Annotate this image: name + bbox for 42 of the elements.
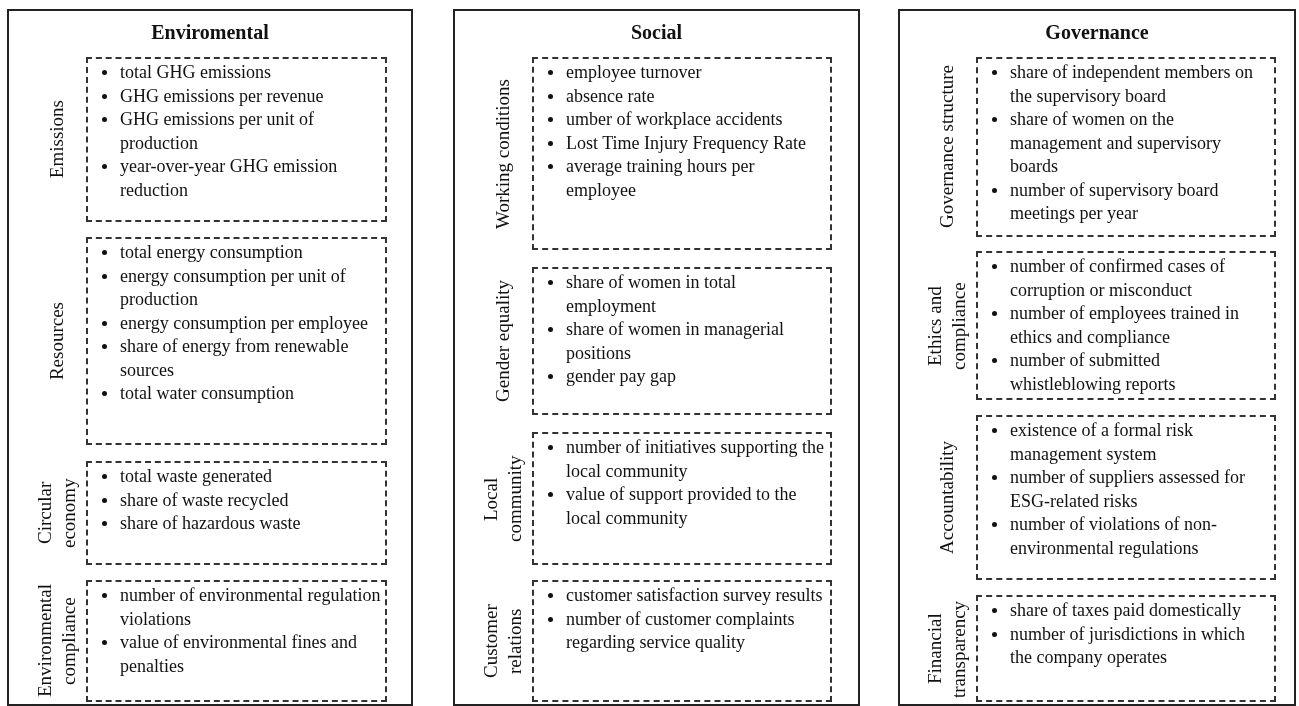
list-item: number of supervisory board meetings per year bbox=[1010, 178, 1220, 225]
group-heading: Emissions bbox=[45, 100, 68, 179]
list-item: energy consumption per employee bbox=[120, 311, 370, 335]
list-item: GHG emissions per revenue bbox=[120, 84, 325, 108]
list-item: number of customer complaints regarding service quality bbox=[566, 607, 796, 654]
list-item: absence rate bbox=[566, 84, 656, 108]
list-item: customer satisfaction survey results bbox=[566, 584, 824, 607]
list-item: value of environmental fines and penalties bbox=[120, 631, 358, 678]
category-panel bbox=[453, 9, 860, 706]
list-item: umber of workplace accidents bbox=[566, 108, 784, 131]
group-heading: Environmental compliance bbox=[33, 583, 80, 700]
list-item: number of jurisdictions in which the company operates bbox=[1010, 622, 1246, 669]
panel-title: Governance bbox=[1045, 20, 1149, 45]
list-item: total GHG emissions bbox=[120, 61, 272, 84]
list-item: share of waste recycled bbox=[120, 488, 290, 512]
list-item: value of support provided to the local community bbox=[566, 483, 798, 530]
category-panel bbox=[898, 9, 1296, 706]
list-item: gender pay gap bbox=[566, 365, 677, 388]
list-item: share of hazardous waste bbox=[120, 512, 302, 535]
group-heading: Financial transparency bbox=[923, 598, 970, 699]
group-heading: Resources bbox=[45, 301, 68, 381]
group-heading: Working conditions bbox=[491, 78, 514, 229]
category-panel bbox=[7, 9, 413, 706]
list-item: Lost Time Injury Frequency Rate bbox=[566, 131, 807, 155]
group-heading: Circular economy bbox=[33, 477, 80, 550]
list-item: number of violations of non-environmental regulations bbox=[1010, 513, 1218, 560]
list-item: employee turnover bbox=[566, 61, 703, 84]
list-item: total waste generated bbox=[120, 465, 273, 488]
list-item: year-over-year GHG emission reduction bbox=[120, 155, 339, 202]
panel-title: Social bbox=[630, 20, 683, 45]
group-heading: Gender equality bbox=[491, 280, 514, 402]
group-heading: Local community bbox=[479, 454, 526, 544]
list-item: share of taxes paid domestically bbox=[1010, 599, 1242, 622]
list-item: total energy consumption bbox=[120, 241, 304, 264]
group-heading: Customer relations bbox=[479, 603, 526, 680]
list-item: number of submitted whistleblowing reports bbox=[1010, 349, 1177, 396]
group-heading: Governance structure bbox=[935, 65, 958, 229]
list-item: average training hours per employee bbox=[566, 155, 756, 202]
list-item: total water consumption bbox=[120, 382, 295, 405]
panel-title: Enviromental bbox=[151, 20, 269, 45]
group-heading: Accountability bbox=[935, 441, 958, 554]
group-heading: Ethics and compliance bbox=[923, 280, 970, 372]
